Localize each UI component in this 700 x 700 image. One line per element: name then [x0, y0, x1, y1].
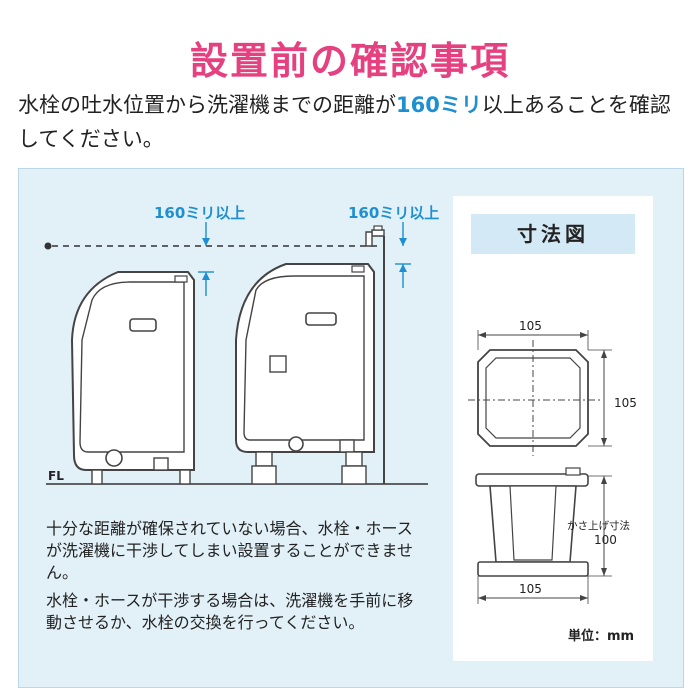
top-width-label: 105 — [519, 319, 542, 333]
riser-side-view — [475, 467, 612, 604]
dimension-title: 寸法図 — [517, 222, 589, 246]
dimension-title-bg — [471, 214, 635, 254]
intro-highlight: 160ミリ — [396, 93, 482, 117]
unit-label: 単位：mm — [568, 628, 634, 644]
page-title: 設置前の確認事項 — [189, 39, 510, 83]
top-depth-label: 105 — [614, 396, 637, 410]
reference-dot — [44, 242, 52, 250]
intro-text-before: 水栓の吐水位置から洗濯機までの距離が — [18, 93, 396, 117]
note-clearance: 十分な距離が確保されていない場合、水栓・ホースが洗濯機に干渉してしまい設置するこ… — [46, 519, 414, 582]
bottom-width-label: 105 — [519, 582, 542, 596]
clearance-marker-right — [395, 222, 411, 288]
clearance-label-left: 160ミリ以上 — [154, 204, 245, 222]
height-caption: かさ上げ寸法 — [567, 519, 630, 532]
riser-top-view — [468, 330, 612, 456]
height-value-label: 100 — [594, 533, 617, 547]
washing-machine-left — [70, 271, 195, 485]
water-faucet — [365, 225, 385, 484]
note-remedy: 水栓・ホースが干渉する場合は、洗濯機を手前に移動させるか、水栓の交換を行ってくだ… — [46, 591, 414, 632]
intro-text: 水栓の吐水位置から洗濯機までの距離が160ミリ以上あることを確認してください。 — [18, 88, 688, 156]
floor-label: FL — [48, 469, 64, 483]
intro-text-after: 以上あることを確認してください。 — [18, 93, 671, 151]
clearance-label-right: 160ミリ以上 — [348, 204, 439, 222]
washing-machine-right — [235, 263, 375, 485]
clearance-marker-left — [198, 222, 214, 296]
